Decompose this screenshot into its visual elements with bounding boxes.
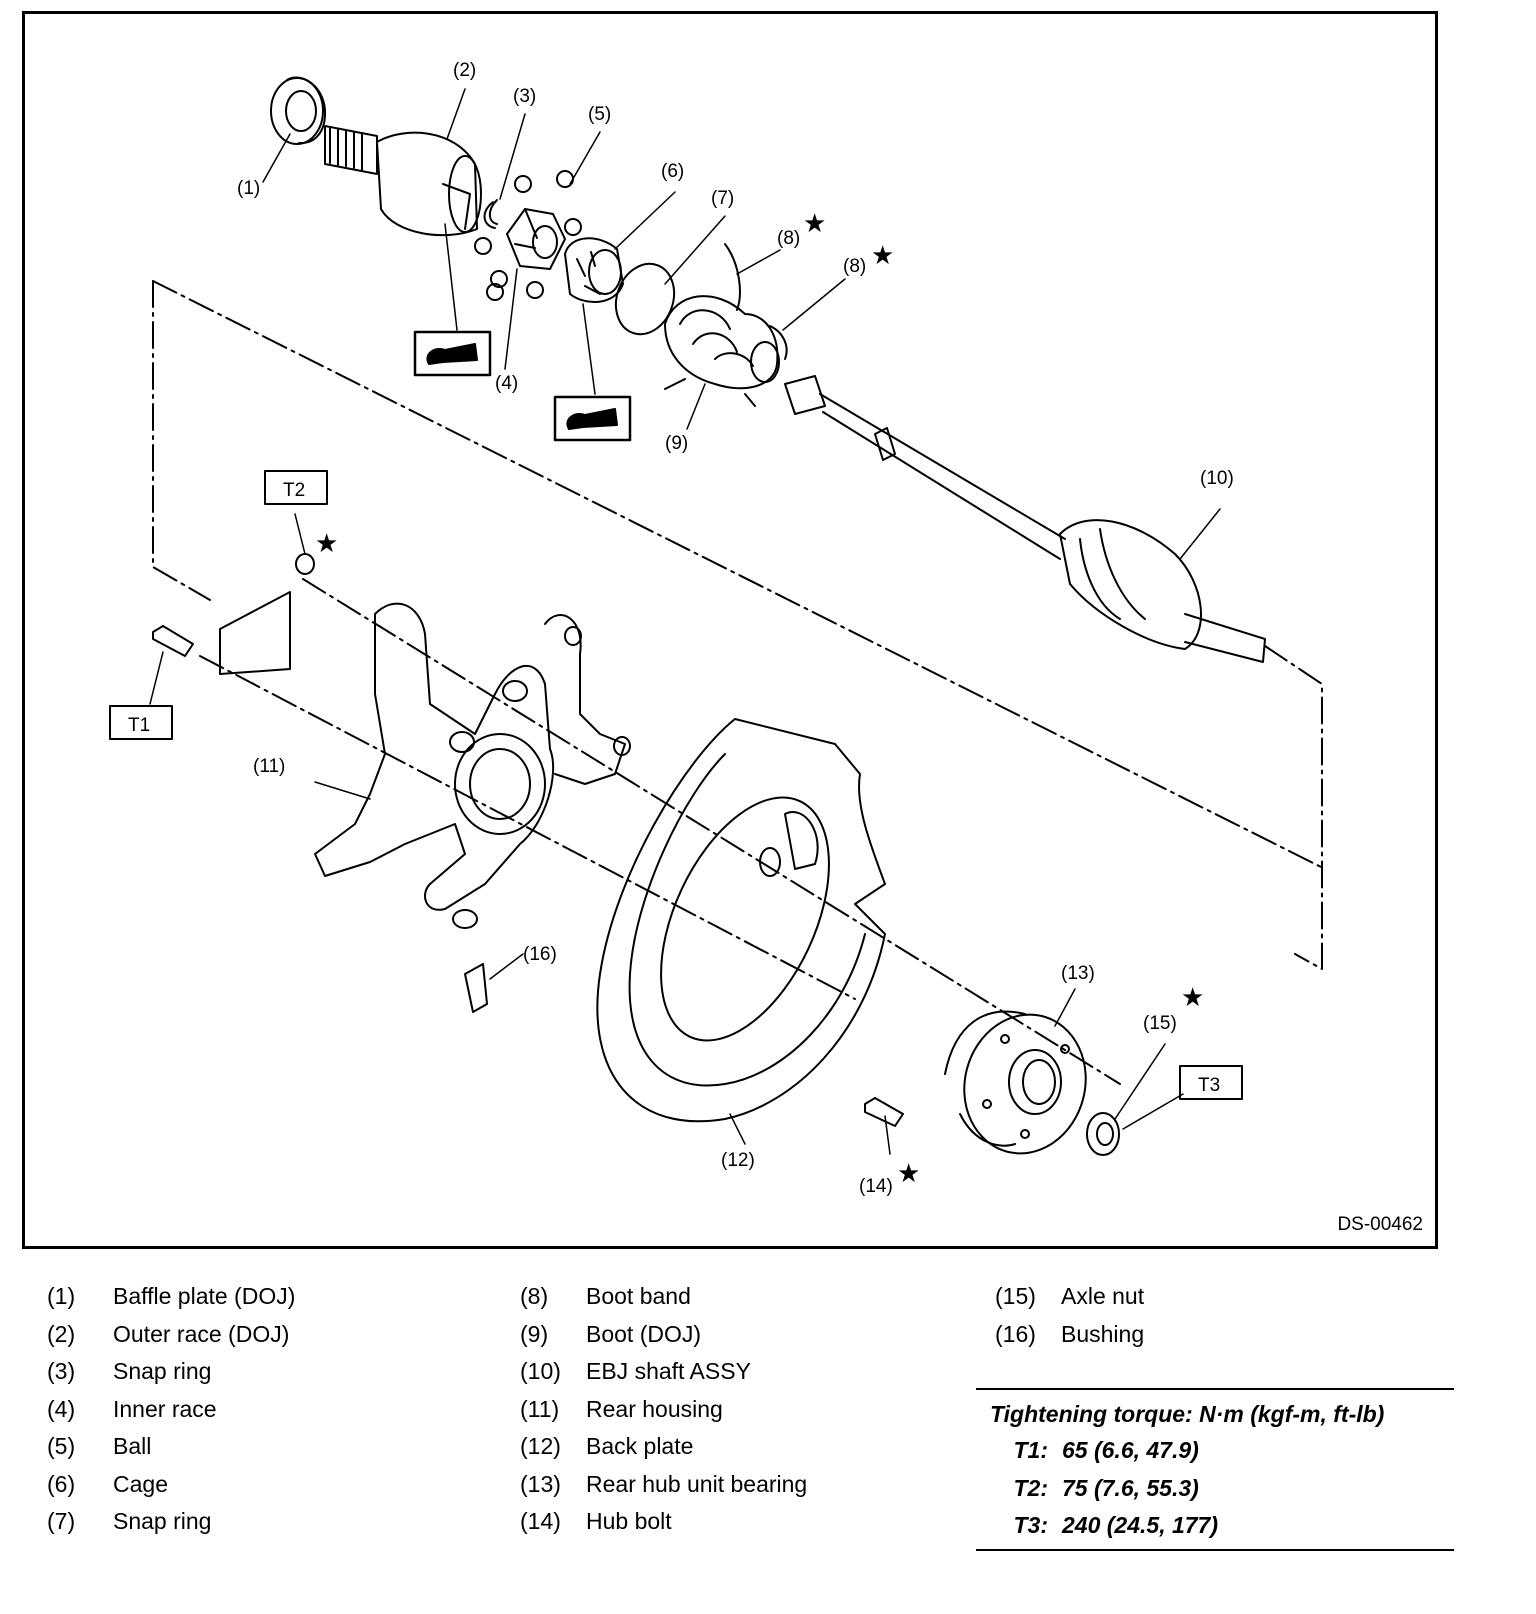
grease-symbol-1: [413, 330, 492, 377]
legend-item: (13)Rear hub unit bearing: [520, 1470, 808, 1497]
legend-item: (12)Back plate: [520, 1433, 694, 1460]
bushing-part: [464, 963, 488, 1013]
t1-tag-label: T1: [128, 715, 150, 736]
callout-10: (10): [1200, 468, 1234, 489]
axle-nut-part: [1086, 1112, 1120, 1156]
legend-column-3: (15)Axle nut (16)Bushing: [995, 1278, 1144, 1353]
rear-housing-part: [219, 591, 631, 929]
legend-item: (14)Hub bolt: [520, 1508, 672, 1535]
back-plate-part: [596, 718, 886, 1123]
legend-item: (9)Boot (DOJ): [520, 1320, 702, 1347]
boot-part: [664, 243, 788, 407]
grease-symbol-2: [553, 395, 632, 442]
callout-1: (1): [237, 178, 260, 199]
torque-row: T2:75 (7.6, 55.3): [1013, 1474, 1199, 1501]
snap-ring-part: [483, 199, 498, 229]
t2-nut: [295, 553, 315, 575]
outer-race-part: [324, 125, 482, 237]
callout-2: (2): [453, 60, 476, 81]
star-icon: ★: [897, 1159, 920, 1189]
assembly-axis-lines: [152, 280, 1326, 1085]
t3-tag-label: T3: [1198, 1075, 1220, 1096]
legend-item: (1)Baffle plate (DOJ): [47, 1283, 296, 1310]
t3-tag-box: [1179, 1065, 1243, 1100]
torque-row: T1:65 (6.6, 47.9): [1013, 1437, 1199, 1463]
callout-13: (13): [1061, 963, 1095, 984]
t1-tag-box: [109, 705, 173, 740]
callout-12: (12): [721, 1150, 755, 1171]
torque-title: Tightening torque: N·m (kgf-m, ft-lb): [990, 1401, 1385, 1427]
legend-item: (2)Outer race (DOJ): [47, 1320, 290, 1347]
legend-item: (10)EBJ shaft ASSY: [520, 1358, 751, 1385]
ball-parts: [474, 170, 582, 301]
callout-6: (6): [661, 161, 684, 182]
diagram-drawing: (1) (2) (3) (4) (5) (6) (7) (8) (8) (9) …: [109, 60, 1326, 1197]
tightening-torque-table: Tightening torque: N·m (kgf-m, ft-lb) T1…: [976, 1388, 1454, 1551]
star-icon: ★: [1181, 983, 1204, 1013]
legend-item: (15)Axle nut: [995, 1283, 1145, 1310]
cage-part: [564, 237, 624, 304]
hub-bolt-part: [864, 1097, 904, 1127]
callout-16: (16): [523, 944, 557, 965]
callout-9: (9): [665, 433, 688, 454]
t1-bolt: [152, 625, 194, 657]
snap-ring-2-part: [614, 262, 676, 336]
callout-8-lower: (8): [843, 256, 866, 277]
star-icon: ★: [871, 241, 894, 271]
t2-tag-label: T2: [283, 480, 305, 501]
legend-column-2: (8)Boot band (9)Boot (DOJ) (10)EBJ shaft…: [520, 1278, 807, 1541]
boot-band-2: [769, 325, 788, 360]
callout-8-upper: (8): [777, 228, 800, 249]
legend-item: (7)Snap ring: [47, 1508, 212, 1535]
legend-column-1: (1)Baffle plate (DOJ) (2)Outer race (DOJ…: [47, 1278, 295, 1541]
callout-5: (5): [588, 104, 611, 125]
torque-row: T3:240 (24.5, 177): [1013, 1512, 1219, 1538]
legend-item: (8)Boot band: [520, 1283, 691, 1310]
legend-item: (5)Ball: [47, 1433, 152, 1460]
exploded-diagram: (1) (2) (3) (4) (5) (6) (7) (8) (8) (9) …: [22, 11, 1438, 1249]
leader-lines: [149, 88, 1221, 1155]
callout-7: (7): [711, 188, 734, 209]
legend-item: (16)Bushing: [995, 1320, 1145, 1347]
figure-id: DS-00462: [1337, 1214, 1423, 1235]
inner-race-part: [506, 208, 566, 270]
callout-4: (4): [495, 373, 518, 394]
legend-item: (3)Snap ring: [47, 1358, 212, 1385]
callout-15: (15): [1143, 1013, 1177, 1034]
star-icon: ★: [803, 209, 826, 239]
legend-item: (4)Inner race: [47, 1395, 217, 1422]
callout-3: (3): [513, 86, 536, 107]
boot-band-1: [724, 243, 741, 311]
legend-item: (11)Rear housing: [520, 1395, 723, 1422]
baffle-plate-part: [270, 76, 327, 145]
star-icon: ★: [315, 529, 338, 559]
ebj-shaft-part: [784, 375, 1266, 663]
t2-tag-box: [264, 470, 328, 505]
rear-hub-bearing-part: [944, 1010, 1087, 1155]
callout-11: (11): [253, 756, 285, 777]
legend-item: (6)Cage: [47, 1470, 168, 1497]
callout-14: (14): [859, 1176, 893, 1197]
